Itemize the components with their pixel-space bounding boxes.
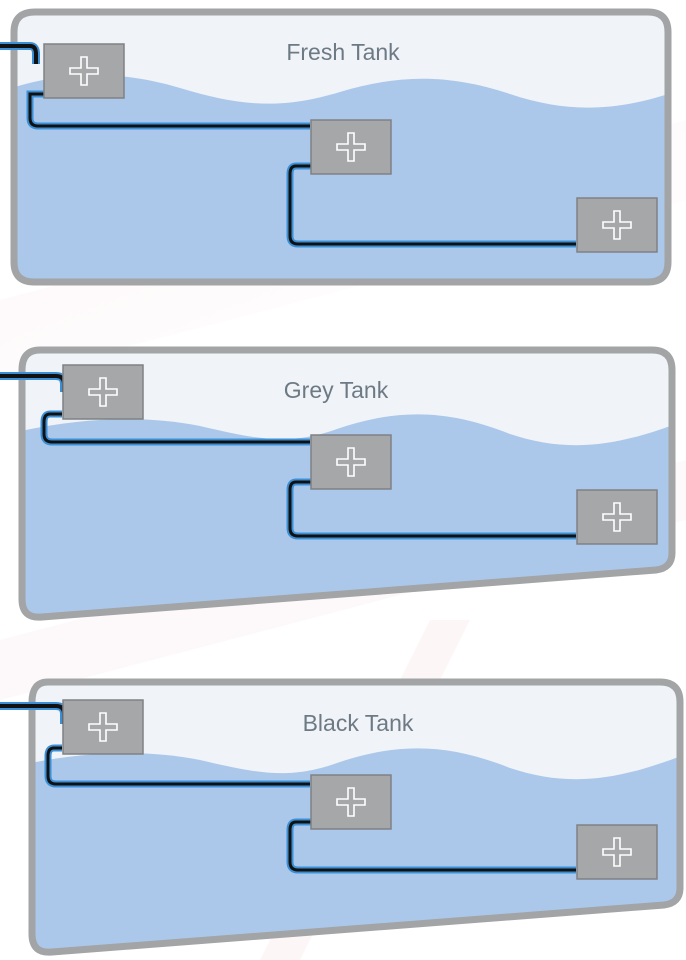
tank-fresh-water (14, 75, 668, 282)
tank-grey-title: Grey Tank (284, 377, 389, 403)
tank-fresh-sensor-1 (43, 43, 125, 99)
tank-fresh-sensor-3 (576, 197, 658, 253)
tank-fresh-title: Fresh Tank (286, 39, 400, 65)
tank-fresh: Fresh Tank (0, 12, 686, 300)
tank-black-sensor-1 (62, 699, 144, 755)
tank-grey-sensor-3 (576, 489, 658, 545)
tank-grey: Grey Tank (0, 350, 686, 640)
tank-grey-sensor-2 (310, 434, 392, 490)
tank-black-title: Black Tank (303, 710, 414, 736)
tank-black: Black Tank (0, 682, 686, 960)
tank-grey-sensor-1 (62, 364, 144, 420)
tank-black-sensor-2 (310, 774, 392, 830)
tank-black-sensor-3 (576, 824, 658, 880)
tank-fresh-sensor-2 (310, 119, 392, 175)
tank-fresh-cables (0, 42, 576, 248)
